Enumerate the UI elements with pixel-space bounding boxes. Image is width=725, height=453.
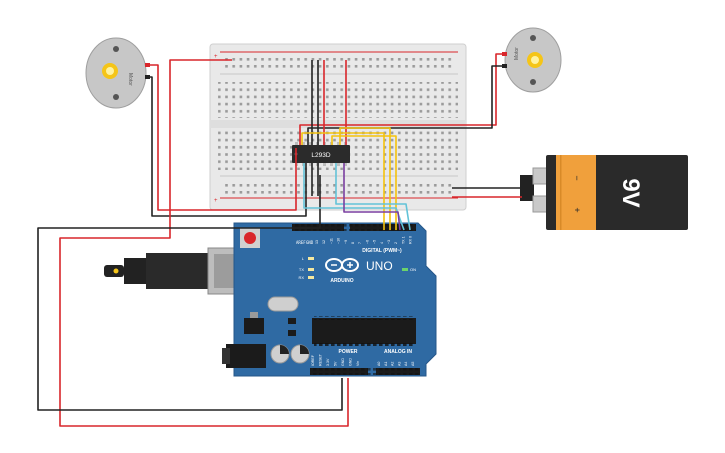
pin-label: Vin [356, 361, 360, 366]
voltage-regulator [244, 318, 264, 334]
led-rx [308, 276, 314, 279]
rail-plus-top: + [214, 54, 218, 60]
pin-label: TX 1 [401, 236, 405, 244]
led-on-label: ON [410, 267, 416, 272]
pin-label: A3 [397, 362, 401, 366]
wires [37, 53, 522, 427]
arduino-logo-icon [325, 258, 359, 272]
wire-signal-yellow-3[interactable] [331, 135, 397, 230]
motor-right-label: Motor [514, 47, 520, 60]
usb-cable-icon [146, 253, 212, 289]
pin-label: 2 [394, 242, 398, 244]
pin-label: 12 [322, 240, 326, 244]
motor-left-label: Motor [127, 73, 133, 86]
pin-label: 5V [334, 361, 338, 366]
pin-label: 4 [380, 242, 384, 244]
wire-signal-cyan-1[interactable] [303, 163, 405, 231]
wire-5v-red[interactable] [59, 59, 349, 427]
pin-label: ~10 [337, 238, 341, 244]
power-header-label: POWER [339, 349, 358, 355]
motor-left[interactable]: Motor [85, 37, 150, 109]
pin-gnd-top: GND [306, 240, 314, 245]
pin-label: ~5 [373, 240, 377, 244]
wire-motor-left-red[interactable] [150, 64, 297, 211]
pin-label: RESET [319, 353, 323, 366]
pin-label: A4 [404, 362, 408, 366]
chip-pin [323, 163, 326, 166]
led-l-label: L [302, 256, 305, 261]
pin-label: ~11 [329, 238, 333, 244]
pin-label: A5 [411, 362, 415, 366]
chip-pin [330, 163, 333, 166]
led-rx-label: RX [298, 275, 304, 280]
pin-label: 7 [358, 242, 362, 244]
chip-pin [295, 142, 298, 145]
pin-label: 3.3V [326, 358, 330, 366]
pin-label: RX 0 [409, 236, 413, 244]
pin-label: ~3 [387, 240, 391, 244]
battery-minus-label: − [572, 175, 582, 180]
arduino-brand: ARDUINO [330, 278, 353, 284]
chip-pin [337, 163, 340, 166]
l293d-chip[interactable]: L293D [292, 142, 350, 166]
analog-header-label: ANALOG IN [384, 349, 412, 355]
pin-label: ~9 [344, 240, 348, 244]
pin-label: 8 [351, 242, 355, 244]
battery-voltage-label: 9V [617, 178, 644, 207]
crystal [267, 296, 299, 312]
pin-aref: AREF [296, 240, 306, 245]
chip-label: L293D [311, 152, 330, 159]
pin-label: 13 [315, 240, 319, 244]
pin-label: GND [349, 358, 353, 366]
microcontroller-chip [312, 318, 416, 344]
chip-pin [309, 163, 312, 166]
led-tx [308, 268, 314, 271]
wire-signal-purple[interactable] [343, 163, 401, 231]
chip-pin [309, 142, 312, 145]
pin-label: GND [341, 358, 345, 366]
rail-plus-bottom: + [214, 198, 218, 204]
motor-right[interactable]: Motor [502, 27, 562, 93]
battery-9v[interactable]: 9V − + [520, 155, 688, 230]
chip-pin [337, 142, 340, 145]
wire-gnd-black[interactable] [37, 175, 343, 411]
battery-clip [520, 175, 534, 201]
pin-label: IOREF [311, 354, 315, 366]
led-on [402, 268, 408, 271]
power-jack [226, 344, 266, 368]
led-l [308, 257, 314, 260]
pin-label: A2 [391, 362, 395, 366]
wire-motor-left-black[interactable] [150, 76, 307, 217]
chip-pin [344, 163, 347, 166]
wire-signal-yellow-1[interactable] [301, 132, 385, 230]
wire-motor-right-red[interactable] [299, 53, 502, 145]
pin-label: ~6 [365, 240, 369, 244]
chip-pin [302, 142, 305, 145]
battery-plus-label: + [572, 207, 582, 212]
led-tx-label: TX [299, 267, 304, 272]
digital-header-label: DIGITAL (PWM~) [362, 248, 402, 254]
pin-label: A0 [377, 362, 381, 366]
arduino-model: UNO [366, 259, 393, 273]
pin-label: A1 [384, 362, 388, 366]
wire-signal-cyan-2[interactable] [335, 163, 411, 231]
breadboard: + + [209, 43, 467, 211]
